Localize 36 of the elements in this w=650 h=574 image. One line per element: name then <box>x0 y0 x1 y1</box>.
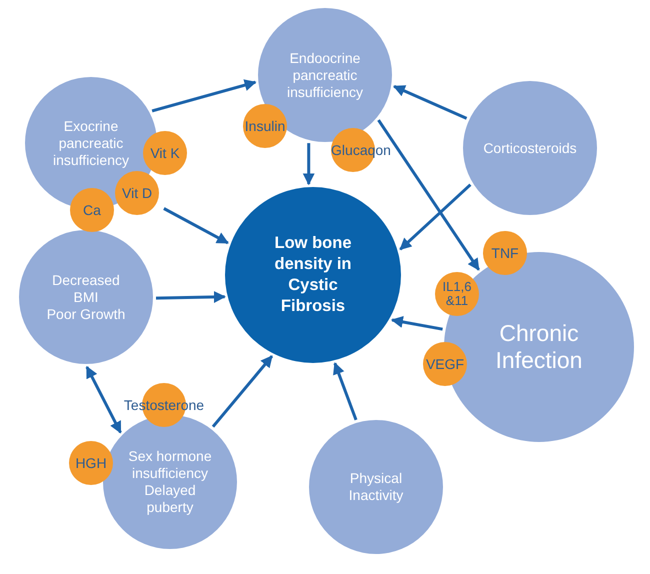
arrow <box>86 366 122 434</box>
marker-circle <box>423 342 467 386</box>
node-label: Poor Growth <box>46 306 126 322</box>
node-label: TNF <box>490 245 520 261</box>
arrow <box>377 119 480 271</box>
marker-circle <box>243 104 287 148</box>
arrow <box>163 207 229 244</box>
node-label: Physical Inactivity <box>348 470 404 504</box>
arrow <box>393 85 468 120</box>
marker-circle <box>115 171 159 215</box>
node-label: Insulin <box>244 118 286 134</box>
arrow <box>212 355 274 428</box>
node-label: VEGF <box>424 356 466 372</box>
node-label: Corticosteroids <box>482 140 578 156</box>
node-label: Chronic Infection <box>494 320 584 374</box>
node-label: IL1,6 &11 <box>442 280 472 308</box>
node-label: Low bone density in Cystic Fibrosis <box>273 233 352 317</box>
arrow <box>302 143 315 186</box>
arrow <box>399 184 472 250</box>
node-label: Vit K <box>150 145 180 161</box>
node-label: Decreased BMI <box>51 272 121 306</box>
marker-circle <box>69 441 113 485</box>
node-label: Exocrine pancreatic insufficiency <box>52 118 130 168</box>
marker-circle <box>435 272 479 316</box>
arrow <box>152 79 257 112</box>
node-label: Vit D <box>122 185 152 201</box>
arrow <box>156 291 226 303</box>
marker-circle <box>143 131 187 175</box>
arrow <box>333 362 358 420</box>
node-label: HGH <box>74 455 108 471</box>
node-label: Sex hormone insufficiency <box>127 448 213 482</box>
arrow <box>390 316 443 331</box>
marker-circle <box>483 231 527 275</box>
node-label: Ca <box>82 202 102 218</box>
node-label: Delayed puberty <box>143 482 197 516</box>
node-label: Endoocrine pancreatic insufficiency <box>286 50 364 100</box>
